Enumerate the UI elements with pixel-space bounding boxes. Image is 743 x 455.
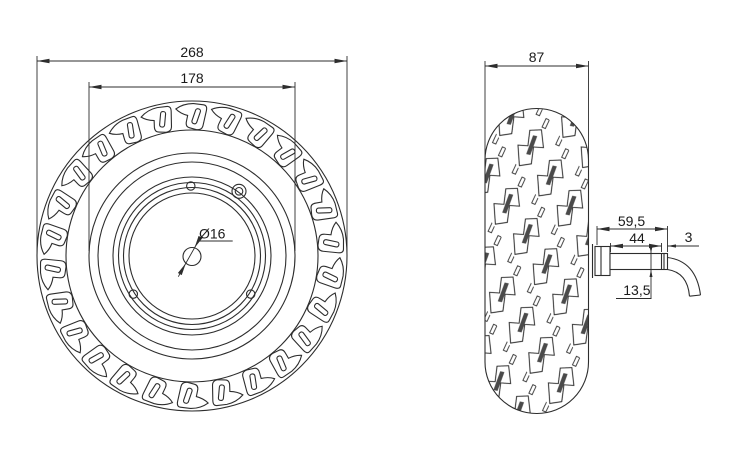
dim-268: 268 xyxy=(36,44,348,254)
rim-edge-circle xyxy=(97,161,287,351)
dim-axle-length-label: 59,5 xyxy=(618,213,645,229)
motor-cable xyxy=(667,256,702,297)
center-hole-leader: Ø16 xyxy=(177,226,233,277)
front-tread-ring xyxy=(35,100,349,412)
valve-hole xyxy=(231,183,247,199)
front-view: Ø16 268 178 xyxy=(35,44,349,412)
dim-59-5: 59,5 xyxy=(596,213,668,252)
dim-end-groove-label: 3 xyxy=(685,229,693,245)
center-hole xyxy=(182,246,202,267)
tire-side-profile xyxy=(485,108,589,414)
bolt-circle xyxy=(122,186,262,326)
dim-bead-diameter-label: 178 xyxy=(180,70,204,86)
tire-outer-circle xyxy=(36,100,348,412)
dim-13-5: 13,5 xyxy=(616,246,653,299)
dim-shaft-diameter-label: 13,5 xyxy=(623,282,650,298)
bolt-hole-top xyxy=(186,181,196,191)
hub-cover-circle xyxy=(112,176,272,336)
dim-3: 3 xyxy=(667,229,699,248)
side-view: 87 59,5 44 xyxy=(484,49,702,415)
bolt-hole-bottom-left xyxy=(128,289,139,299)
tire-side-outline xyxy=(484,107,590,415)
axle-shaft xyxy=(609,252,669,271)
tire-bead-circle xyxy=(88,152,296,360)
dim-shaft-length-label: 44 xyxy=(629,230,645,246)
axle-flange xyxy=(594,245,611,277)
hub-step-circle xyxy=(117,181,267,331)
dim-outer-diameter-label: 268 xyxy=(180,44,204,60)
bolt-hole-bottom-right xyxy=(245,289,256,299)
dim-87: 87 xyxy=(484,49,589,160)
hub-inner-circle xyxy=(128,192,256,320)
dim-178: 178 xyxy=(88,70,296,251)
dim-center-hole: Ø16 xyxy=(199,226,226,242)
tread-inner-circle xyxy=(65,129,319,383)
dim-tire-width-label: 87 xyxy=(529,49,545,65)
axle xyxy=(591,244,702,297)
dim-44: 44 xyxy=(610,230,662,252)
